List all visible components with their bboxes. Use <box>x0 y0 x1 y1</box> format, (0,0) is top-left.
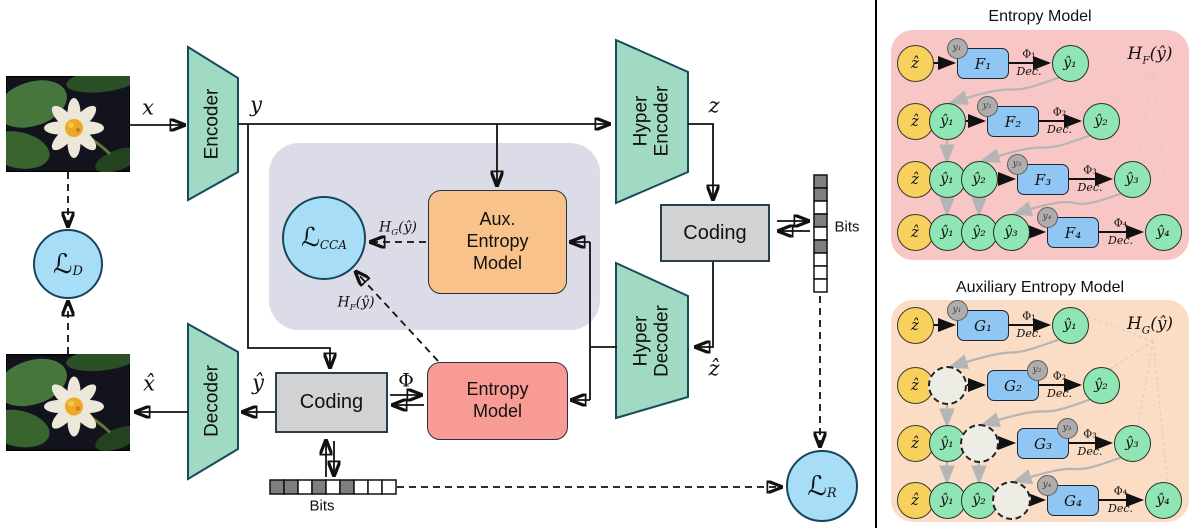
hyper-latent-circle: ẑ <box>896 213 934 251</box>
context-circle: ŷ₂ <box>960 481 998 519</box>
output-circle: ŷ₃ <box>1113 160 1151 198</box>
y-label: y <box>250 92 262 117</box>
network-box: G₂ <box>987 370 1039 401</box>
dec-step-label: Dec. <box>1047 123 1072 136</box>
masked-context-circle <box>927 365 967 405</box>
context-circle: ŷ₂ <box>960 160 998 198</box>
aux-entropy-model-label: Aux. <box>479 209 516 230</box>
context-circle: ŷ₁ <box>928 160 966 198</box>
bits-label-horizontal: Bits <box>309 497 335 515</box>
output-circle: ŷ₂ <box>1082 102 1120 140</box>
hyper-latent-circle: ẑ <box>896 306 934 344</box>
output-circle: ŷ₂ <box>1082 366 1120 404</box>
network-box: F₄ <box>1047 217 1099 248</box>
xhat-label: x̂ <box>143 371 155 396</box>
dec-step-label: Dec. <box>1108 502 1133 515</box>
dec-step-label: Dec. <box>1077 181 1103 194</box>
hg-term-label-main: HG(ŷ) <box>379 219 417 239</box>
phi-label: Φ <box>398 369 414 392</box>
dec-step-label: Dec. <box>1077 445 1103 458</box>
coded-symbol-circle: y₂ <box>976 95 998 117</box>
coded-symbol-circle: y₄ <box>1036 206 1058 228</box>
masked-context-circle <box>959 423 999 463</box>
coded-symbol-circle: y₂ <box>1026 359 1048 381</box>
context-circle: ŷ₁ <box>928 481 966 519</box>
coded-symbol-circle: y₁ <box>946 299 968 321</box>
phi-step-label: Φ₁ <box>1022 47 1036 61</box>
coded-symbol-circle: y₁ <box>946 37 968 59</box>
zhat-label: ẑ <box>708 356 720 381</box>
z-label: z <box>708 93 720 118</box>
output-circle: ŷ₄ <box>1144 213 1182 251</box>
dec-step-label: Dec. <box>1016 65 1042 78</box>
loss-r-subscript: R <box>826 485 837 501</box>
context-circle: ŷ₁ <box>928 102 966 140</box>
output-circle: ŷ₁ <box>1051 306 1089 344</box>
loss-r-symbol: ℒ <box>807 470 827 502</box>
aux-entropy-panel-title: Auxiliary Entropy Model <box>955 279 1125 296</box>
x-label: x <box>142 95 154 120</box>
masked-context-circle <box>991 480 1031 520</box>
coded-symbol-circle: y₃ <box>1006 153 1028 175</box>
context-circle: ŷ₂ <box>960 213 998 251</box>
dec-step-label: Dec. <box>1047 387 1072 400</box>
context-circle: ŷ₃ <box>992 213 1030 251</box>
coding-main-label: Coding <box>299 391 364 413</box>
hyper-latent-circle: ẑ <box>896 366 934 404</box>
loss-cca-subscript: CCA <box>319 238 347 252</box>
phi-step-label: Φ₂ <box>1052 105 1067 119</box>
phi-step-label: Φ₂ <box>1052 369 1067 383</box>
output-circle: ŷ₁ <box>1051 44 1089 82</box>
hyper-latent-circle: ẑ <box>896 424 934 462</box>
output-circle: ŷ₃ <box>1113 424 1151 462</box>
coding-box-hyper: Coding <box>660 204 770 262</box>
context-circle: ŷ₁ <box>928 213 966 251</box>
phi-step-label: Φ₄ <box>1113 216 1128 230</box>
entropy-model-label: Entropy <box>466 379 529 400</box>
coding-box-main: Coding <box>275 372 388 433</box>
loss-d-subscript: D <box>72 263 83 279</box>
dec-step-label: Dec. <box>1016 327 1042 340</box>
yhat-label: ŷ <box>252 370 264 395</box>
phi-step-label: Φ₄ <box>1113 484 1128 498</box>
phi-step-label: Φ₃ <box>1083 163 1097 177</box>
hf-term-label-main: HF(ŷ) <box>337 294 375 314</box>
output-circle: ŷ₄ <box>1144 481 1182 519</box>
hyper-latent-circle: ẑ <box>896 102 934 140</box>
loss-d-symbol: ℒ <box>53 248 73 280</box>
aux-entropy-model-box: Aux. Entropy Model <box>428 190 567 294</box>
phi-step-label: Φ₃ <box>1083 427 1097 441</box>
hyper-latent-circle: ẑ <box>896 160 934 198</box>
dec-step-label: Dec. <box>1108 234 1133 247</box>
hyper-latent-circle: ẑ <box>896 481 934 519</box>
bits-label-vertical: Bits <box>834 218 860 236</box>
loss-cca-symbol: ℒ <box>301 223 320 253</box>
phi-step-label: Φ₁ <box>1022 309 1036 323</box>
hyper-latent-circle: ẑ <box>896 44 934 82</box>
coded-symbol-circle: y₃ <box>1056 417 1078 439</box>
coding-hyper-label: Coding <box>683 221 747 244</box>
coded-symbol-circle: y₄ <box>1036 474 1058 496</box>
entropy-model-box: Entropy Model <box>427 362 568 440</box>
entropy-panel-title: Entropy Model <box>988 8 1092 25</box>
